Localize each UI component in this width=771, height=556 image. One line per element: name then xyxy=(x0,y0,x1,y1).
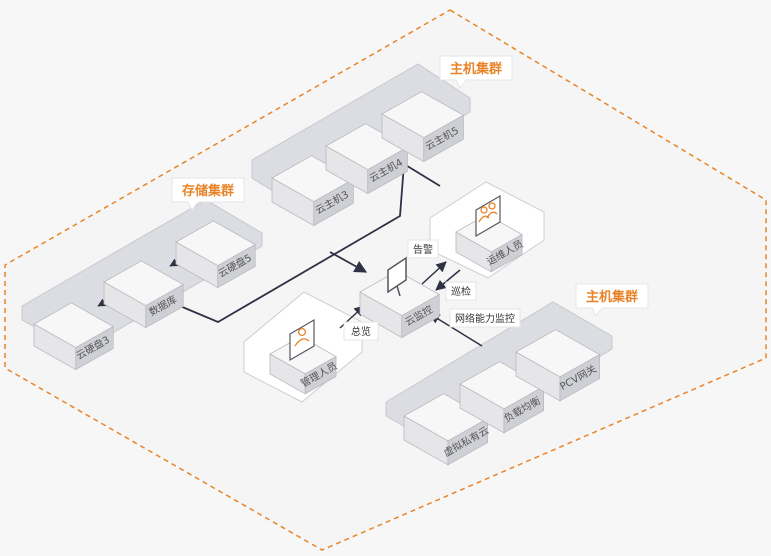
overview-label: 总览 xyxy=(351,325,371,338)
connector-storage-monitor-hosts xyxy=(179,162,441,324)
cloud-disk-3-box-top xyxy=(33,302,115,349)
storage-cluster-label: 存储集群 xyxy=(182,183,234,199)
edge-label-overview: 总览 xyxy=(343,321,379,341)
arrow-network-monitor xyxy=(429,313,483,347)
callout-host-cluster-bottom: 主机集群 xyxy=(575,283,649,317)
admin-person-icon xyxy=(289,318,315,362)
database-box: 数据库 xyxy=(103,260,185,329)
edge-label-alarm: 告警 xyxy=(407,239,439,259)
admin-staff-box: 管理人员 xyxy=(269,336,339,395)
load-balancer-box: 负载均衡 xyxy=(459,361,545,434)
vpc-gateway-box-top xyxy=(515,329,601,378)
ops-staff-box: 运维人员 xyxy=(455,214,525,273)
database-box-top xyxy=(103,260,185,307)
alarm-label: 告警 xyxy=(413,243,433,256)
monitor-screen-icon xyxy=(387,256,407,297)
inspect-label: 巡检 xyxy=(451,285,471,298)
edge-label-inspect: 巡检 xyxy=(445,281,477,301)
cloud-disk-5-box: 云硬盘5 xyxy=(175,220,257,289)
network-monitor-label: 网络能力监控 xyxy=(455,312,515,325)
cloud-disk-5-box-top xyxy=(175,220,257,267)
cloud-host-5-box-top xyxy=(381,91,465,139)
ops-person-icon xyxy=(475,194,501,238)
callout-host-cluster-top: 主机集群 xyxy=(439,55,513,89)
cloud-disk-3-box: 云硬盘3 xyxy=(33,302,115,371)
cloud-host-4-box: 云主机4 xyxy=(325,123,409,195)
edge-label-network-monitor: 网络能力监控 xyxy=(449,308,521,328)
arrow-inspect xyxy=(435,269,461,291)
callout-storage-cluster: 存储集群 xyxy=(171,177,245,211)
virtual-private-cloud-box: 虚拟私有云 xyxy=(403,393,491,466)
host-cluster-top-label: 主机集群 xyxy=(450,61,502,77)
cloud-host-5-box: 云主机5 xyxy=(381,91,465,163)
connector-to-monitor xyxy=(329,251,368,273)
arrow-alarm xyxy=(421,261,447,285)
host-cluster-bottom-label: 主机集群 xyxy=(586,289,638,305)
